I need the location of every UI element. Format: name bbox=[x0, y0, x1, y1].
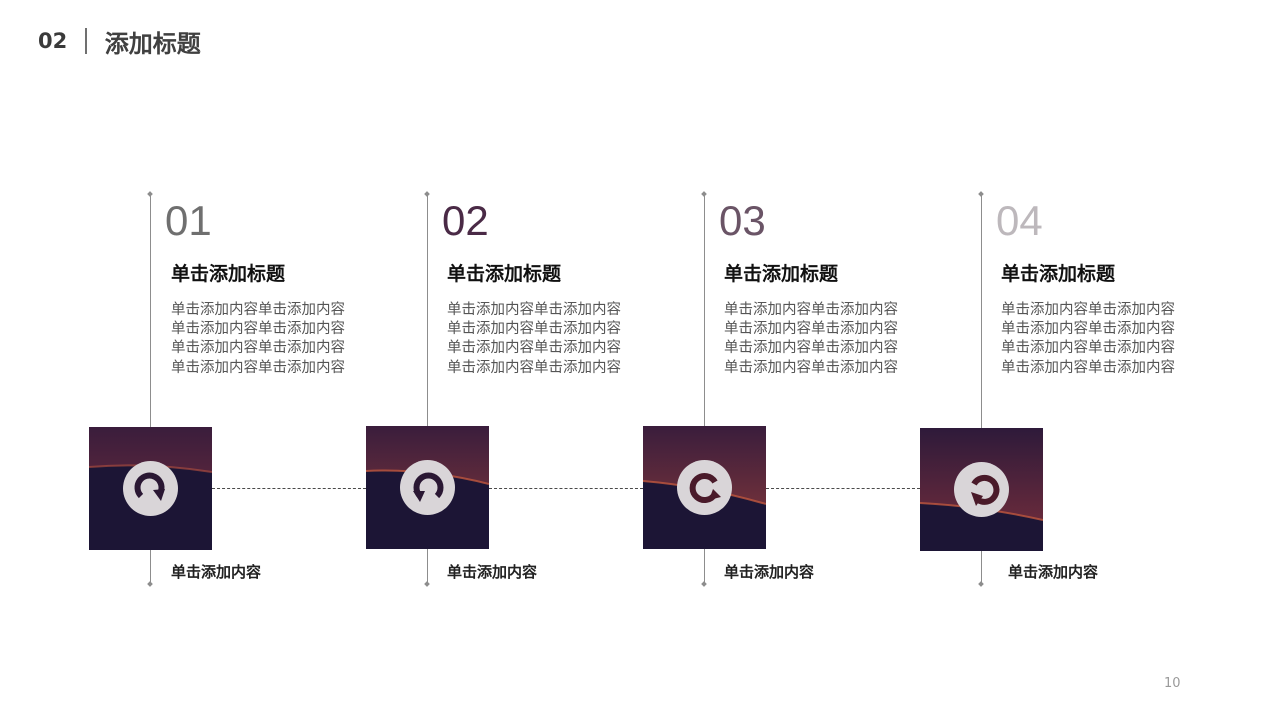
axis-bottom-marker bbox=[424, 581, 430, 587]
step-description[interactable]: 单击添加内容单击添加内容 单击添加内容单击添加内容 单击添加内容单击添加内容 单… bbox=[171, 302, 345, 376]
axis-top-marker bbox=[424, 191, 430, 197]
rotate-cw-arrow-icon bbox=[123, 461, 178, 516]
step-axis-line bbox=[427, 194, 428, 584]
slide-title: 添加标题 bbox=[104, 29, 201, 58]
timeline-connector bbox=[489, 488, 643, 489]
step-caption[interactable]: 单击添加内容 bbox=[171, 563, 262, 581]
step-description[interactable]: 单击添加内容单击添加内容 单击添加内容单击添加内容 单击添加内容单击添加内容 单… bbox=[447, 302, 621, 376]
step-caption[interactable]: 单击添加内容 bbox=[1008, 563, 1099, 581]
step-description[interactable]: 单击添加内容单击添加内容 单击添加内容单击添加内容 单击添加内容单击添加内容 单… bbox=[724, 302, 898, 376]
step-image-tile bbox=[89, 427, 212, 550]
step-number: 02 bbox=[442, 197, 489, 244]
step-axis-line bbox=[704, 194, 705, 584]
step-number: 03 bbox=[719, 197, 766, 244]
step-title[interactable]: 单击添加标题 bbox=[1001, 263, 1116, 285]
step-title[interactable]: 单击添加标题 bbox=[447, 263, 562, 285]
step-axis-line bbox=[981, 194, 982, 584]
step-title[interactable]: 单击添加标题 bbox=[171, 263, 286, 285]
slide-header: 02 添加标题 bbox=[38, 24, 201, 58]
step-caption[interactable]: 单击添加内容 bbox=[447, 563, 538, 581]
page-number: 10 bbox=[1164, 676, 1181, 691]
axis-bottom-marker bbox=[978, 581, 984, 587]
undo-arrow-icon bbox=[954, 462, 1009, 517]
axis-top-marker bbox=[147, 191, 153, 197]
step-image-tile bbox=[366, 426, 489, 549]
step-axis-line bbox=[150, 194, 151, 584]
step-title[interactable]: 单击添加标题 bbox=[724, 263, 839, 285]
axis-top-marker bbox=[701, 191, 707, 197]
step-caption[interactable]: 单击添加内容 bbox=[724, 563, 815, 581]
axis-bottom-marker bbox=[147, 581, 153, 587]
step-description[interactable]: 单击添加内容单击添加内容 单击添加内容单击添加内容 单击添加内容单击添加内容 单… bbox=[1001, 302, 1175, 376]
redo-arrow-icon bbox=[677, 460, 732, 515]
step-image-tile bbox=[920, 428, 1043, 551]
axis-bottom-marker bbox=[701, 581, 707, 587]
step-image-tile bbox=[643, 426, 766, 549]
header-divider bbox=[85, 28, 87, 54]
step-number: 01 bbox=[165, 197, 212, 244]
timeline-connector bbox=[212, 488, 366, 489]
section-number: 02 bbox=[38, 29, 68, 53]
timeline-connector bbox=[766, 488, 920, 489]
refresh-arrow-icon bbox=[400, 460, 455, 515]
step-number: 04 bbox=[996, 197, 1043, 244]
axis-top-marker bbox=[978, 191, 984, 197]
